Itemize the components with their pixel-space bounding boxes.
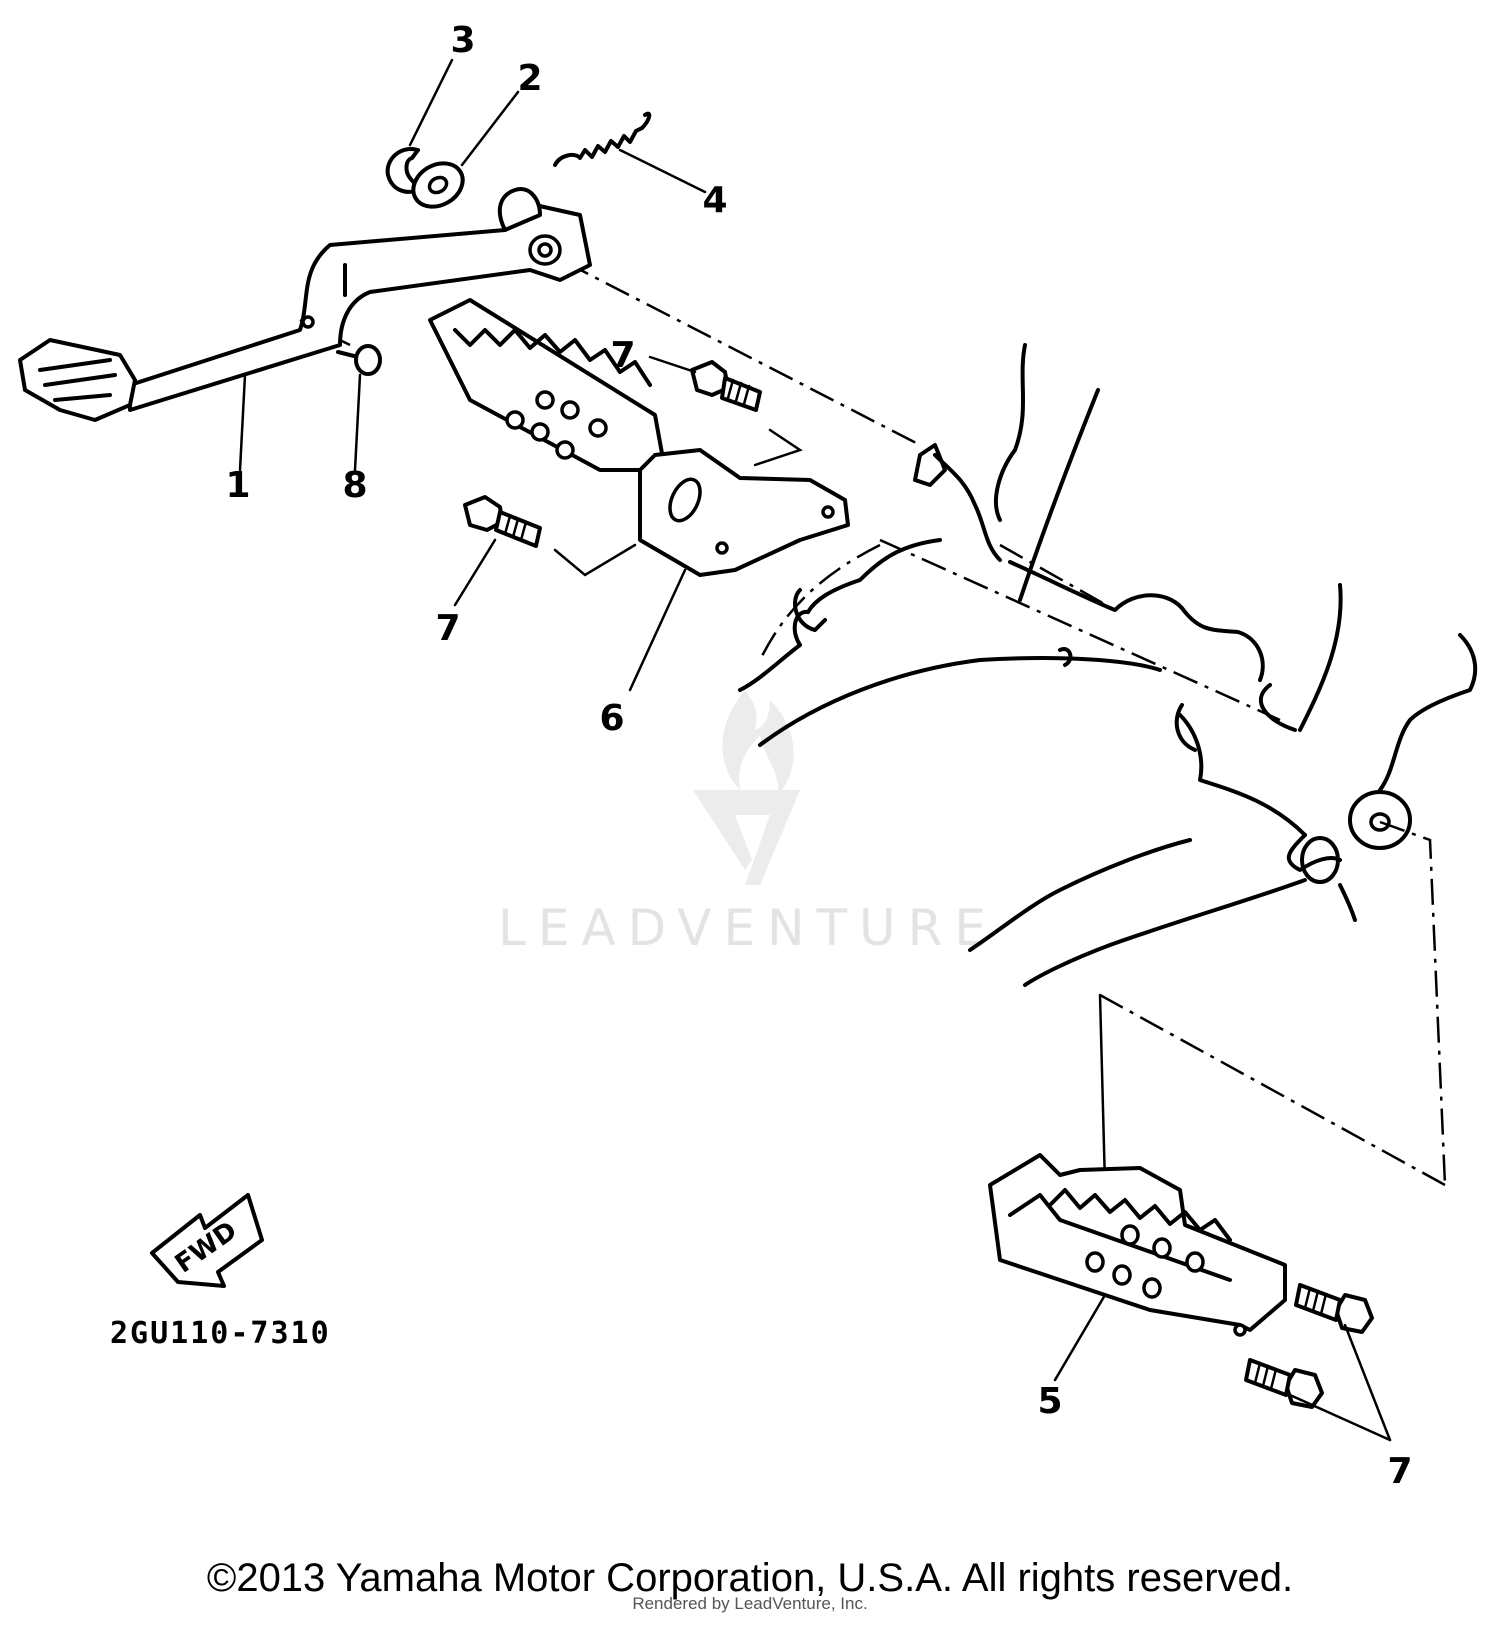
rendered-by-credit: Rendered by LeadVenture, Inc. xyxy=(632,1594,868,1613)
callout-5: 5 xyxy=(1037,1381,1062,1422)
circlip xyxy=(385,147,422,194)
spring xyxy=(553,111,652,167)
bolt xyxy=(463,495,542,548)
callout-6: 6 xyxy=(599,698,624,739)
watermark-text: LEADVENTURE xyxy=(498,899,998,957)
callout-4: 4 xyxy=(702,180,727,221)
frame xyxy=(738,343,1478,987)
pin xyxy=(336,344,382,376)
callout-8: 8 xyxy=(342,465,367,506)
callout-1: 1 xyxy=(225,465,250,506)
callout-7-lower: 7 xyxy=(1387,1451,1412,1492)
callout-7-upper: 7 xyxy=(610,335,635,376)
bolt xyxy=(1244,1358,1324,1409)
bolt xyxy=(1294,1283,1374,1334)
fwd-arrow-icon: FWD xyxy=(150,1193,264,1288)
leader-lines xyxy=(238,58,1392,1442)
callout-3: 3 xyxy=(450,20,475,61)
callout-2: 2 xyxy=(517,58,542,99)
diagram-code: 2GU110-7310 xyxy=(110,1316,331,1351)
footrest-right xyxy=(428,298,850,577)
leadventure-flame-icon xyxy=(693,690,800,885)
brake-pedal xyxy=(18,187,592,422)
callout-7-middle: 7 xyxy=(435,608,460,649)
footrest-left xyxy=(988,1153,1287,1337)
copyright-notice: ©2013 Yamaha Motor Corporation, U.S.A. A… xyxy=(206,1556,1294,1600)
bolt xyxy=(690,360,762,412)
washer xyxy=(411,161,465,209)
